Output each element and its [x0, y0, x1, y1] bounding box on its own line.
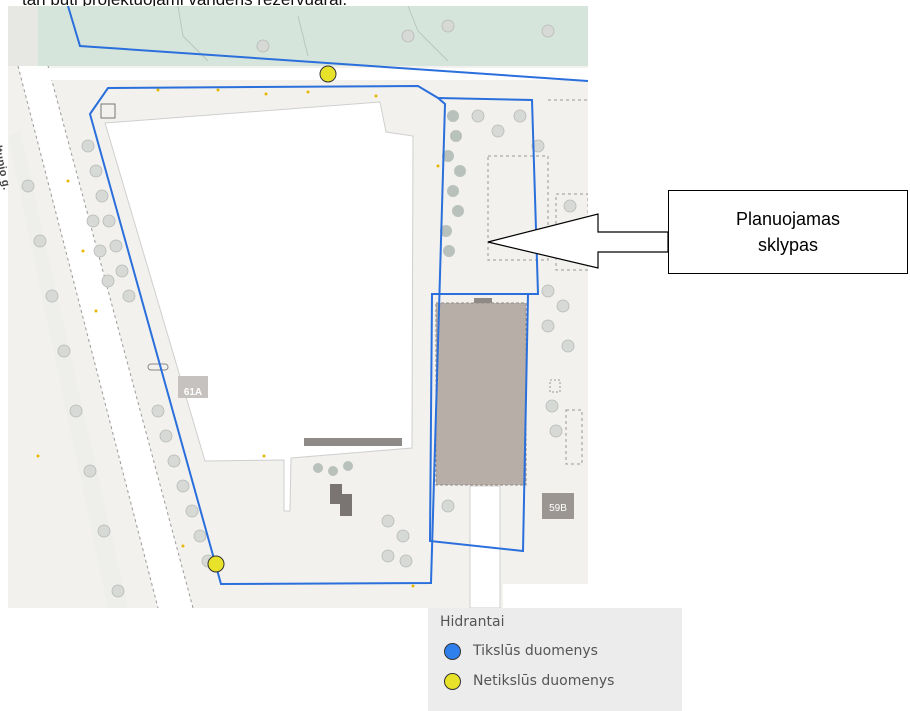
building-label-61a: 61A	[184, 387, 202, 398]
parcel-boundary[interactable]	[67, 6, 588, 586]
road-baltupio	[18, 66, 193, 608]
blue-dot-icon	[444, 642, 461, 660]
legend-label-precise: Tikslūs duomenys	[473, 643, 598, 659]
building-grey[interactable]	[435, 302, 527, 486]
hydrant-imprecise-bottom[interactable]	[207, 555, 225, 573]
map-view[interactable]: 61A 59B	[8, 6, 588, 608]
building-large[interactable]	[104, 101, 414, 512]
building-59b[interactable]	[542, 493, 574, 519]
legend-item-imprecise: Netikslūs duomenys	[440, 666, 670, 696]
callout-arrow	[487, 213, 669, 269]
page-caption: tan būti projektuojami vandens rezervuar…	[22, 0, 347, 10]
callout-line2: sklypas	[757, 235, 819, 255]
building-label-59b: 59B	[549, 503, 567, 514]
legend-label-imprecise: Netikslūs duomenys	[473, 673, 615, 689]
yellow-dot-icon	[444, 672, 461, 690]
building-61a[interactable]	[178, 376, 208, 398]
legend-title: Hidrantai	[440, 614, 505, 630]
park-area	[38, 6, 588, 66]
legend-item-precise: Tikslūs duomenys	[440, 636, 670, 666]
callout-line1: Planuojamas	[735, 209, 841, 229]
hydrant-imprecise-top[interactable]	[319, 65, 337, 83]
legend: Hidrantai Tikslūs duomenys Netikslūs duo…	[428, 608, 682, 711]
callout-box: Planuojamas sklypas	[668, 190, 908, 274]
